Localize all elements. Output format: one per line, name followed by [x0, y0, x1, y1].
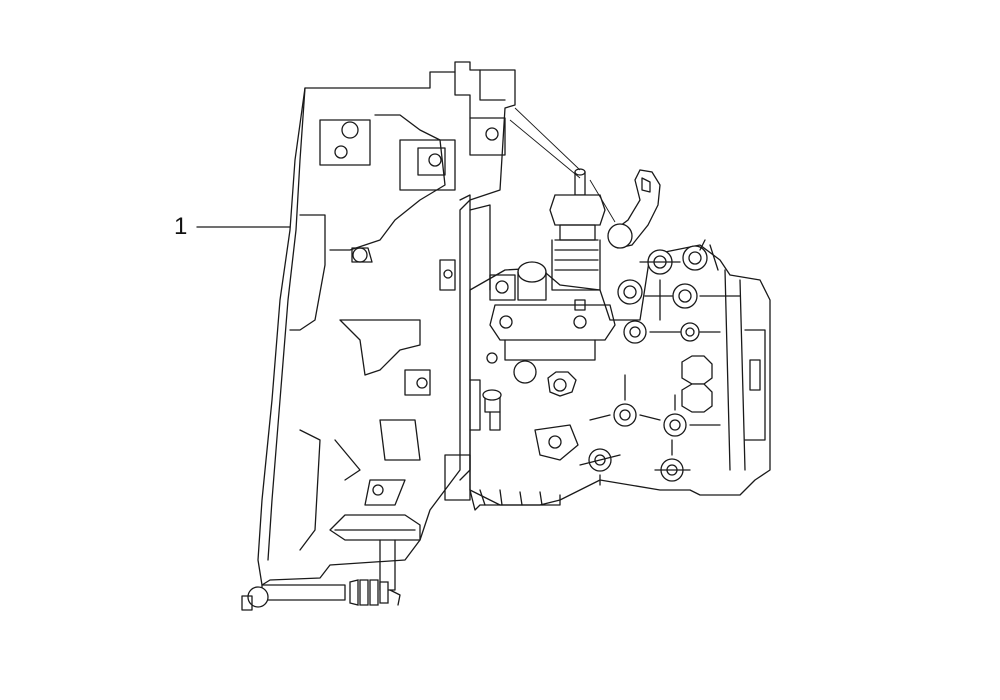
callout-number-1: 1 — [174, 213, 187, 240]
case-bosses — [579, 239, 741, 486]
drain-plugs — [681, 355, 713, 413]
bell-housing — [257, 61, 516, 586]
housing-seam — [439, 194, 491, 501]
shift-mechanism — [482, 168, 616, 461]
selector-lever — [607, 169, 661, 249]
cable-lines — [509, 107, 616, 223]
gear-case — [469, 244, 771, 511]
release-linkage — [241, 514, 421, 611]
